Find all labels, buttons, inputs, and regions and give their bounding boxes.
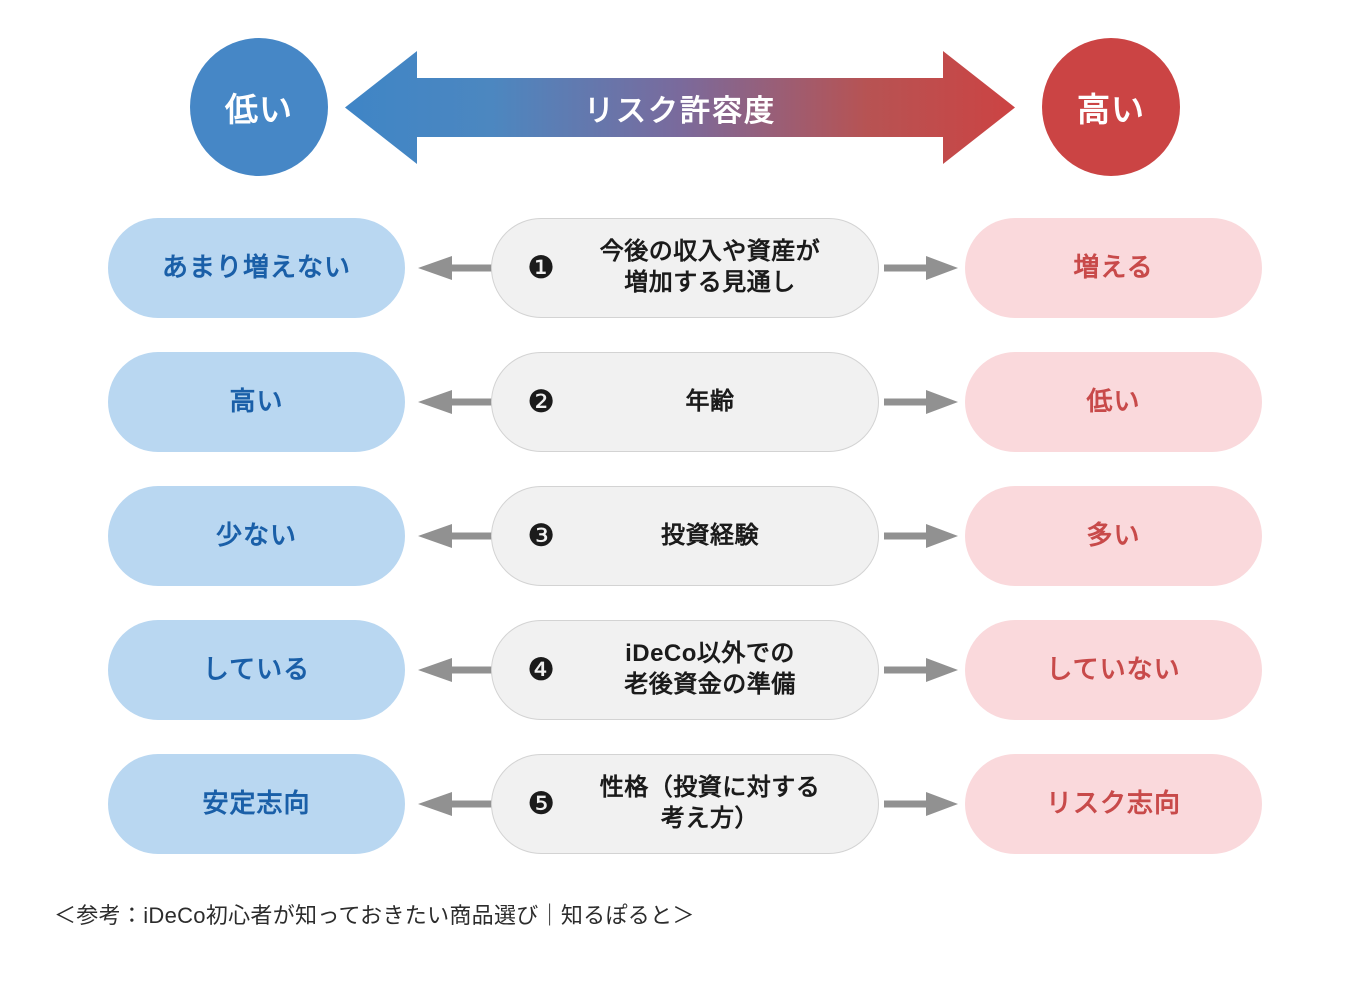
- low-end-circle: 低い: [190, 38, 328, 176]
- low-side-pill: している: [108, 620, 405, 720]
- table-row: 少ない ❸ 投資経験 多い: [0, 486, 1370, 586]
- factor-number-badge: ❶: [527, 249, 555, 286]
- factor-card: ❸ 投資経験: [491, 486, 879, 586]
- high-side-pill: 低い: [965, 352, 1262, 452]
- low-side-label: 高い: [229, 386, 284, 417]
- table-row: あまり増えない ❶ 今後の収入や資産が 増加する見通し 増える: [0, 218, 1370, 318]
- table-row: 高い ❷ 年齢 低い: [0, 352, 1370, 452]
- low-side-pill: 高い: [108, 352, 405, 452]
- high-side-label: 低い: [1086, 386, 1141, 417]
- risk-tolerance-header: 低い リスク許容度 高い: [0, 38, 1370, 183]
- right-arrow-icon: [884, 390, 958, 414]
- factor-number-badge: ❺: [527, 785, 555, 822]
- factor-card: ❹ iDeCo以外での 老後資金の準備: [491, 620, 879, 720]
- low-end-label: 低い: [225, 91, 293, 128]
- low-side-label: している: [202, 654, 311, 685]
- low-side-pill: あまり増えない: [108, 218, 405, 318]
- low-side-label: 少ない: [215, 520, 297, 551]
- source-note: ＜参考：iDeCo初心者が知っておきたい商品選び｜知るぽると＞: [54, 903, 695, 928]
- right-arrow-icon: [884, 658, 958, 682]
- low-side-label: 安定志向: [202, 788, 311, 819]
- table-row: している ❹ iDeCo以外での 老後資金の準備 していない: [0, 620, 1370, 720]
- factor-number-badge: ❷: [527, 383, 555, 420]
- factor-label: 今後の収入や資産が 増加する見通し: [599, 238, 821, 296]
- high-end-label: 高い: [1077, 91, 1145, 128]
- high-end-circle: 高い: [1042, 38, 1180, 176]
- right-arrow-icon: [884, 792, 958, 816]
- factor-card: ❷ 年齢: [491, 352, 879, 452]
- factor-number-badge: ❸: [527, 517, 555, 554]
- high-side-label: していない: [1046, 654, 1181, 685]
- left-arrow-icon: [418, 792, 492, 816]
- right-arrow-icon: [884, 524, 958, 548]
- low-side-pill: 少ない: [108, 486, 405, 586]
- high-side-pill: していない: [965, 620, 1262, 720]
- factor-label: iDeCo以外での 老後資金の準備: [624, 640, 796, 698]
- factor-rows: あまり増えない ❶ 今後の収入や資産が 増加する見通し 増える: [0, 218, 1370, 888]
- risk-tolerance-double-arrow: リスク許容度: [345, 51, 1015, 164]
- right-arrow-icon: [884, 256, 958, 280]
- left-arrow-icon: [418, 658, 492, 682]
- high-side-pill: 増える: [965, 218, 1262, 318]
- high-side-label: 多い: [1086, 520, 1141, 551]
- low-side-label: あまり増えない: [161, 252, 351, 283]
- high-side-pill: 多い: [965, 486, 1262, 586]
- factor-label: 性格（投資に対する 考え方）: [599, 774, 821, 832]
- factor-label: 投資経験: [661, 521, 759, 549]
- left-arrow-icon: [418, 524, 492, 548]
- high-side-label: リスク志向: [1045, 788, 1181, 819]
- high-side-pill: リスク志向: [965, 754, 1262, 854]
- left-arrow-icon: [418, 256, 492, 280]
- low-side-pill: 安定志向: [108, 754, 405, 854]
- factor-label: 年齢: [685, 387, 735, 415]
- factor-number-badge: ❹: [527, 651, 555, 688]
- table-row: 安定志向 ❺ 性格（投資に対する 考え方） リスク志向: [0, 754, 1370, 854]
- factor-card: ❶ 今後の収入や資産が 増加する見通し: [491, 218, 879, 318]
- factor-card: ❺ 性格（投資に対する 考え方）: [491, 754, 879, 854]
- left-arrow-icon: [418, 390, 492, 414]
- high-side-label: 増える: [1073, 252, 1154, 283]
